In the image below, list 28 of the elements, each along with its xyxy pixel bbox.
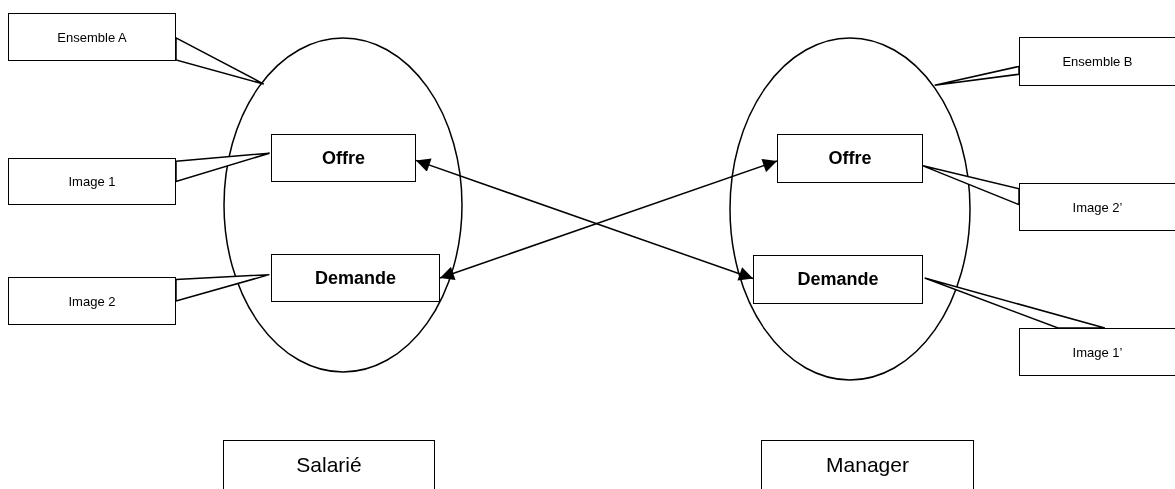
actor-box: [761, 440, 974, 489]
box-label: Image 1: [68, 174, 116, 189]
actor-box: [223, 440, 435, 489]
box-label: Ensemble A: [57, 29, 127, 45]
set-ellipse: [223, 37, 463, 373]
box-label: Manager: [826, 453, 909, 477]
box-label: Demande: [315, 267, 396, 289]
callout-box: [1019, 328, 1175, 376]
leader-line: [922, 165, 1020, 206]
leader-line: [933, 65, 1020, 86]
leader-line: [175, 273, 271, 302]
box-label: Offre: [322, 147, 365, 169]
leader-line: [175, 152, 271, 183]
concept-box: [777, 134, 923, 183]
callout-box: [1019, 37, 1175, 86]
box-label: Salarié: [296, 453, 362, 477]
box-label: Image 1’: [1072, 344, 1123, 360]
callout-box: [8, 13, 176, 61]
box-label: Ensemble B: [1062, 54, 1133, 69]
box-label: Image 2’: [1072, 199, 1123, 215]
set-ellipse: [729, 37, 971, 381]
concept-box: [753, 255, 923, 304]
leader-line: [923, 277, 1106, 329]
leader-line: [175, 36, 265, 85]
box-label: Image 2: [68, 293, 116, 309]
box-label: Offre: [828, 148, 872, 169]
box-label: Demande: [797, 269, 879, 290]
callout-box: [1019, 183, 1175, 231]
